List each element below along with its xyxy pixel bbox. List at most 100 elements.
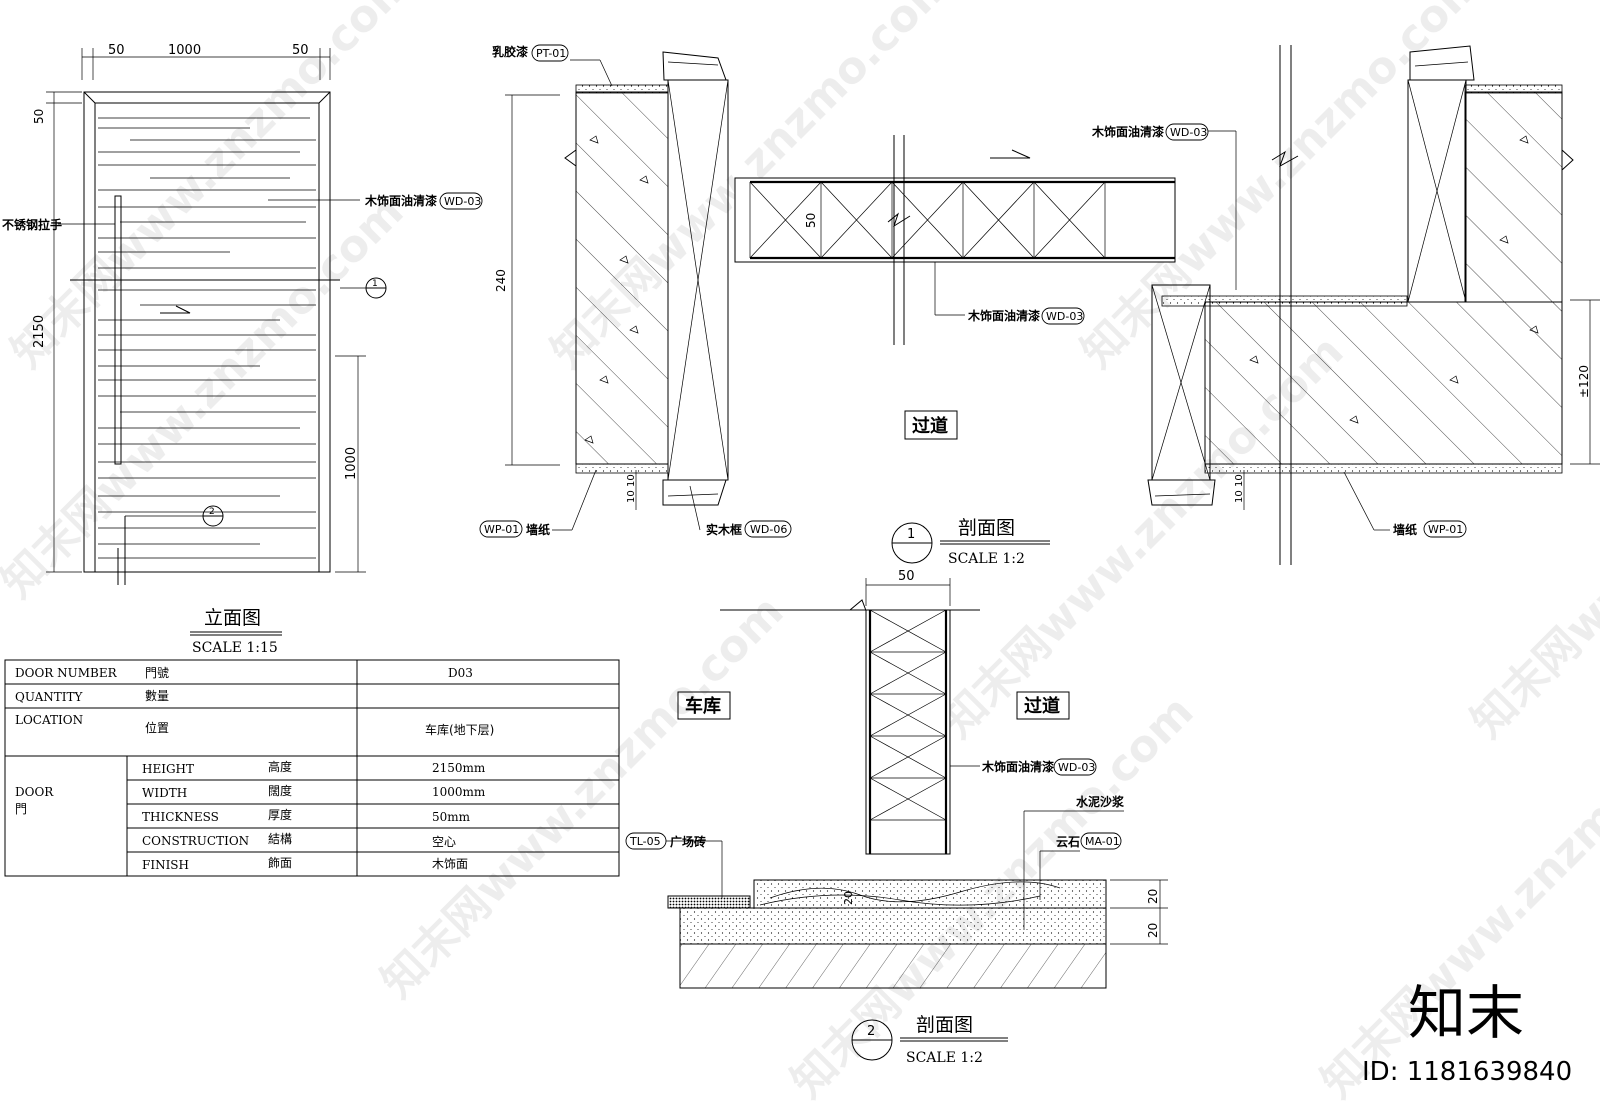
room-label: 车库	[685, 695, 721, 717]
section-1: 50 240 乳胶漆 PT-01 木饰面油清漆 WD-03 过道	[479, 44, 1600, 567]
cell-en: DOOR NUMBER	[15, 666, 118, 680]
tile-layer	[667, 895, 751, 909]
dim-text: 1000	[168, 43, 201, 58]
label-stone: 云石	[1056, 835, 1080, 849]
dim-text: ±120	[1577, 365, 1591, 398]
marker-number: 2	[209, 507, 215, 517]
dim-text: 20	[842, 891, 855, 905]
cell-value: 2150mm	[432, 761, 486, 775]
section-2: 50 车库 过道 木饰面油清漆 WD-03	[625, 569, 1168, 1066]
cell-value: 空心	[432, 835, 456, 849]
door-leaf	[94, 102, 320, 573]
cell-en: LOCATION	[15, 713, 83, 727]
image-id: ID: 1181639840	[1362, 1057, 1572, 1087]
brand-watermark: 知末 ID: 1181639840	[1362, 979, 1572, 1087]
room-label-box	[1016, 691, 1070, 720]
dim-text: 50	[32, 109, 46, 124]
cell-value: D03	[448, 666, 473, 680]
label-finish: 木饰面油清漆	[364, 193, 437, 208]
label-tile: 广场砖	[670, 834, 706, 849]
room-label: 过道	[1024, 695, 1060, 717]
dim-text: 10	[1234, 490, 1245, 503]
drawing-scale: SCALE 1:2	[948, 551, 1025, 567]
dim-text: 10	[626, 490, 637, 503]
cell-value: 50mm	[432, 810, 471, 824]
tag-finish: WD-03	[444, 195, 481, 208]
tag-finish: WD-03	[1058, 761, 1095, 774]
group-cn: 門	[15, 802, 27, 816]
dim-text: 50	[292, 43, 309, 58]
label-finish-right: 木饰面油清漆	[1091, 124, 1164, 139]
cell-en: THICKNESS	[142, 810, 219, 824]
cell-value: 木饰面	[432, 857, 468, 871]
door-schedule-table: DOOR NUMBER 門號 D03 QUANTITY 數量 LOCATION …	[4, 659, 620, 877]
dim-text: 1000	[344, 447, 359, 480]
room-label-box	[904, 410, 958, 440]
wall-left	[575, 91, 669, 465]
mortar-layer	[679, 907, 1107, 945]
dim-text: 240	[494, 269, 508, 292]
tag-finish-right: WD-03	[1170, 126, 1207, 139]
dim-text: 10	[626, 474, 637, 487]
dim-text: 20	[1146, 923, 1160, 938]
marker-number: 1	[907, 527, 915, 542]
dim-text: 50	[898, 569, 915, 584]
dim-text: 10	[1234, 474, 1245, 487]
cell-cn: 門號	[145, 666, 169, 680]
cell-value: 1000mm	[432, 785, 486, 799]
door-leaf-section	[734, 177, 1176, 263]
tag-frame: WD-06	[750, 523, 787, 536]
cell-cn: 闊度	[268, 783, 292, 798]
label-handle: 不锈钢拉手	[2, 217, 62, 232]
cell-en: HEIGHT	[142, 762, 194, 776]
drawing-title: 剖面图	[916, 1014, 973, 1036]
tag-latex: PT-01	[536, 47, 566, 60]
cell-en: QUANTITY	[15, 690, 83, 704]
cell-cn: 數量	[145, 689, 169, 703]
cell-cn: 高度	[268, 759, 292, 774]
tag-stone: MA-01	[1085, 835, 1120, 848]
room-label: 过道	[912, 415, 948, 437]
handle	[114, 195, 122, 465]
cell-cn: 厚度	[268, 807, 292, 822]
door-elevation: 50 1000 50 50 2150	[2, 43, 483, 656]
dim-text: 50	[108, 43, 125, 58]
group-en: DOOR	[15, 785, 54, 799]
watermark-text: 知末网www.znzmo.com	[0, 186, 413, 608]
drawing-title: 剖面图	[958, 517, 1015, 539]
cell-en: CONSTRUCTION	[142, 834, 249, 848]
tag-finish-mid: WD-03	[1046, 310, 1083, 323]
label-latex: 乳胶漆	[492, 44, 528, 59]
wall-right-lower	[1204, 301, 1563, 465]
tag-wp-right: WP-01	[1428, 523, 1463, 536]
label-frame: 实木框	[706, 522, 742, 537]
cell-value: 车库(地下层)	[425, 722, 494, 737]
wall-right-upper	[1464, 91, 1563, 303]
brand-logo: 知末	[1408, 979, 1524, 1047]
room-label-box	[677, 691, 731, 720]
marker-number: 2	[867, 1024, 875, 1039]
cell-cn: 飾面	[268, 856, 292, 870]
label-wp-right: 墙纸	[1393, 522, 1417, 537]
wood-grain	[98, 117, 316, 559]
label-wp-left: 墙纸	[526, 522, 550, 537]
cell-en: FINISH	[142, 858, 189, 872]
dim-text: 2150	[32, 315, 47, 348]
dim-text: 50	[804, 213, 818, 228]
dim-text: 20	[1146, 889, 1160, 904]
tag-wp-left: WP-01	[484, 523, 519, 536]
cell-cn: 結構	[268, 832, 292, 846]
label-finish: 木饰面油清漆	[981, 759, 1054, 774]
drawing-title: 立面图	[204, 607, 261, 629]
drawing-scale: SCALE 1:2	[906, 1050, 983, 1066]
door-leaf-section	[865, 609, 951, 855]
label-finish-mid: 木饰面油清漆	[967, 308, 1040, 323]
substrate	[679, 943, 1107, 989]
label-mortar: 水泥沙浆	[1076, 794, 1125, 809]
cell-en: WIDTH	[142, 786, 187, 800]
marker-number: 1	[372, 279, 378, 289]
drawing-scale: SCALE 1:15	[192, 640, 278, 656]
tag-tile: TL-05	[629, 835, 661, 848]
cell-cn: 位置	[145, 720, 169, 735]
